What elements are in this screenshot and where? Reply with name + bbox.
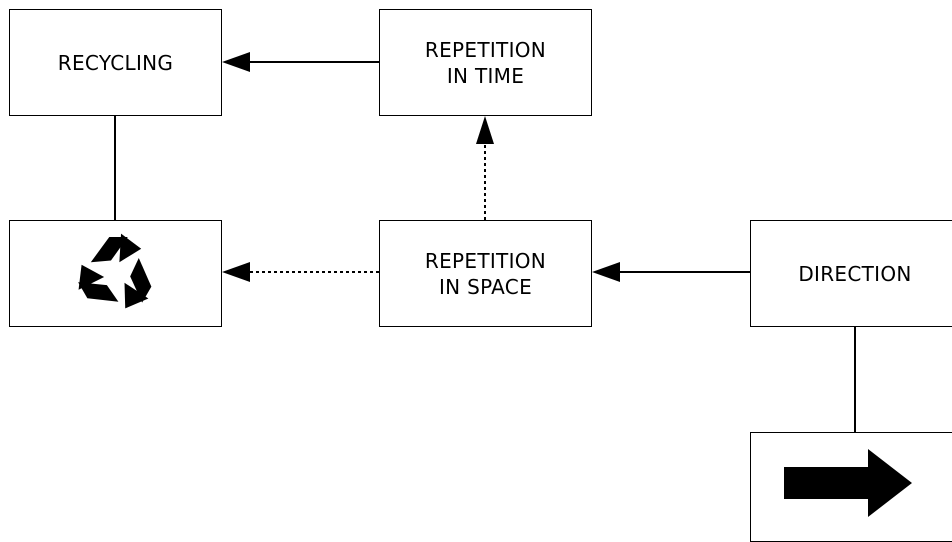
arrowhead-to-recycling [222,52,250,72]
recycling-label: RECYCLING [57,50,174,75]
arrowhead-to-space [592,262,620,282]
repetition-in-time-line2: IN TIME [446,63,525,88]
direction-box: DIRECTION [750,220,952,327]
repetition-in-time-line1: REPETITION [424,37,547,62]
direction-label: DIRECTION [798,261,912,286]
right-arrow-icon [784,449,912,517]
repetition-in-time-box: REPETITION IN TIME [379,9,592,116]
recycle-icon [73,233,158,316]
repetition-in-space-box: REPETITION IN SPACE [379,220,592,327]
repetition-in-space-line1: REPETITION [424,248,547,273]
arrowhead-to-symbol [222,262,250,282]
recycling-box: RECYCLING [9,9,222,116]
direction-symbol-box [750,432,952,542]
repetition-in-space-line2: IN SPACE [438,274,533,299]
recycle-symbol-box [9,220,222,327]
arrowhead-to-time [476,116,494,144]
